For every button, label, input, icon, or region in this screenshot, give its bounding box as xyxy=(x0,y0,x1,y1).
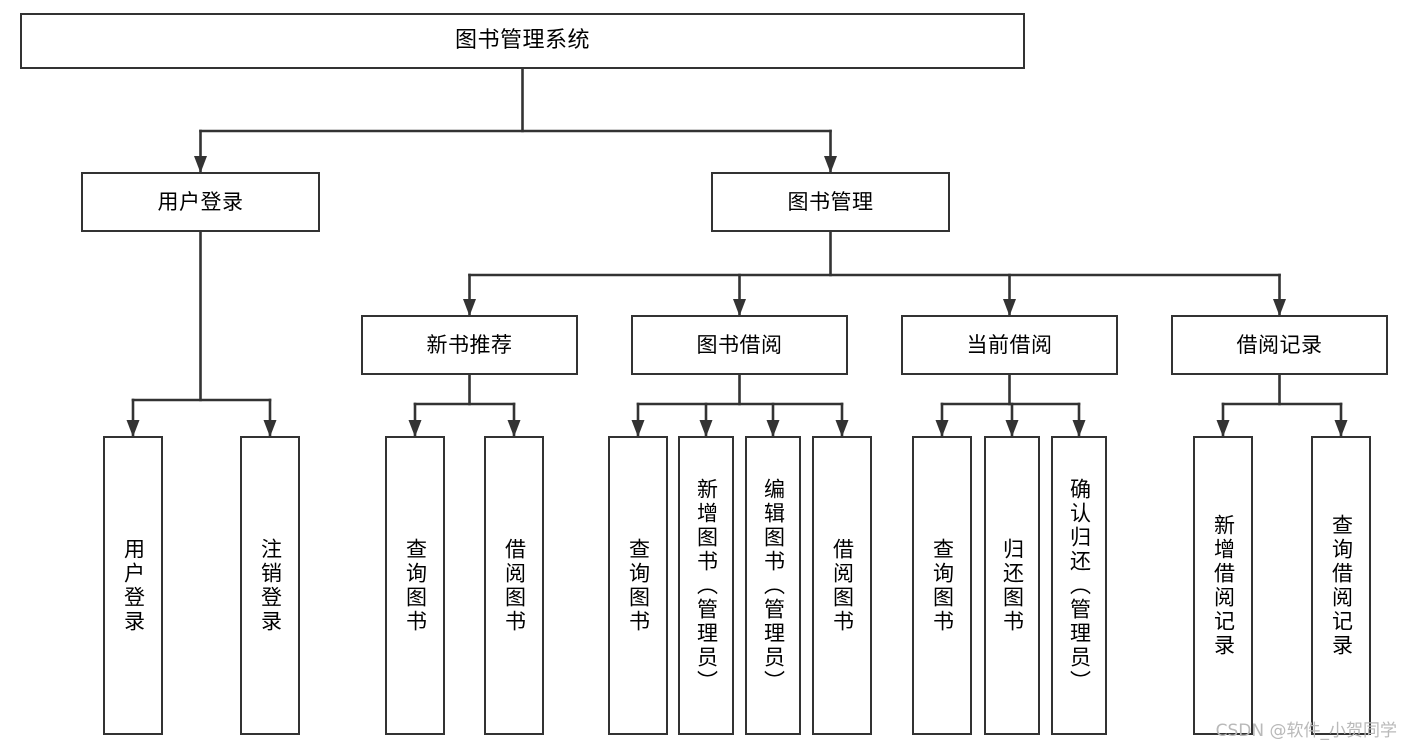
leaf-add-borrow-record-label: 新增借阅记录 xyxy=(1211,513,1236,658)
leaf-borrow-book-1[interactable]: 借阅图书 xyxy=(484,436,544,735)
leaf-add-book-label: 新增图书（管理员） xyxy=(694,477,719,694)
leaf-add-book[interactable]: 新增图书（管理员） xyxy=(678,436,734,735)
leaf-query-borrow-record-label: 查询借阅记录 xyxy=(1329,513,1354,658)
leaf-edit-book[interactable]: 编辑图书（管理员） xyxy=(745,436,801,735)
leaf-borrow-book-1-label: 借阅图书 xyxy=(502,537,527,634)
leaf-query-book-1[interactable]: 查询图书 xyxy=(385,436,445,735)
node-book-manage[interactable]: 图书管理 xyxy=(711,172,950,232)
leaf-borrow-book-2-label: 借阅图书 xyxy=(830,537,855,634)
leaf-user-login-label: 用户登录 xyxy=(121,537,146,634)
leaf-query-book-3-label: 查询图书 xyxy=(930,537,955,634)
node-book-borrow[interactable]: 图书借阅 xyxy=(631,315,848,375)
leaf-user-login[interactable]: 用户登录 xyxy=(103,436,163,735)
leaf-confirm-return[interactable]: 确认归还（管理员） xyxy=(1051,436,1107,735)
leaf-add-borrow-record[interactable]: 新增借阅记录 xyxy=(1193,436,1253,735)
leaf-borrow-book-2[interactable]: 借阅图书 xyxy=(812,436,872,735)
node-user-login[interactable]: 用户登录 xyxy=(81,172,320,232)
node-book-borrow-label: 图书借阅 xyxy=(696,332,783,357)
node-user-login-label: 用户登录 xyxy=(157,189,244,214)
leaf-query-book-3[interactable]: 查询图书 xyxy=(912,436,972,735)
leaf-query-book-2-label: 查询图书 xyxy=(626,537,651,634)
leaf-return-book-label: 归还图书 xyxy=(1000,537,1025,634)
node-current-borrow-label: 当前借阅 xyxy=(966,332,1053,357)
node-borrow-record[interactable]: 借阅记录 xyxy=(1171,315,1388,375)
leaf-logout[interactable]: 注销登录 xyxy=(240,436,300,735)
leaf-query-book-1-label: 查询图书 xyxy=(403,537,428,634)
node-root[interactable]: 图书管理系统 xyxy=(20,13,1025,69)
leaf-query-borrow-record[interactable]: 查询借阅记录 xyxy=(1311,436,1371,735)
node-current-borrow[interactable]: 当前借阅 xyxy=(901,315,1118,375)
leaf-query-book-2[interactable]: 查询图书 xyxy=(608,436,668,735)
node-root-label: 图书管理系统 xyxy=(454,28,590,54)
node-book-manage-label: 图书管理 xyxy=(787,189,874,214)
leaf-logout-label: 注销登录 xyxy=(258,537,283,634)
watermark: CSDN @软件_小贺同学 xyxy=(1215,721,1397,741)
leaf-edit-book-label: 编辑图书（管理员） xyxy=(761,477,786,694)
node-new-book-recommend-label: 新书推荐 xyxy=(426,332,513,357)
node-new-book-recommend[interactable]: 新书推荐 xyxy=(361,315,578,375)
leaf-return-book[interactable]: 归还图书 xyxy=(984,436,1040,735)
leaf-confirm-return-label: 确认归还（管理员） xyxy=(1067,477,1092,694)
node-borrow-record-label: 借阅记录 xyxy=(1236,332,1323,357)
